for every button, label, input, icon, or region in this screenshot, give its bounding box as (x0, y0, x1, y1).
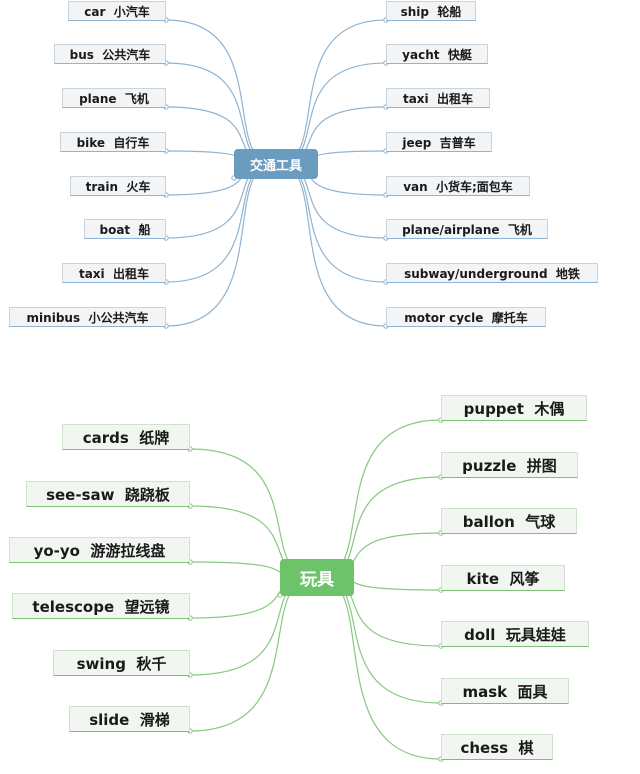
toys-left-node-yo-yo[interactable]: yo-yo 游游拉线盘 (9, 537, 190, 563)
transport-left-node-bus[interactable]: bus 公共汽车 (54, 44, 166, 64)
toys-right-node-ballon[interactable]: ballon 气球 (441, 508, 577, 534)
connector-line (277, 163, 387, 327)
connector-line (189, 576, 316, 732)
transport-right-node-motorcycle[interactable]: motor cycle 摩托车 (386, 307, 546, 327)
transport-left-node-car[interactable]: car 小汽车 (68, 1, 166, 21)
toys-right-node-chess[interactable]: chess 棋 (441, 734, 553, 760)
transport-left-node-boat[interactable]: boat 船 (84, 219, 166, 239)
transport-left-node-bike[interactable]: bike 自行车 (60, 132, 166, 152)
transport-left-node-plane[interactable]: plane 飞机 (62, 88, 166, 108)
transport-left-node-train[interactable]: train 火车 (70, 176, 166, 196)
transport-right-node-yacht[interactable]: yacht 快艇 (386, 44, 488, 64)
toys-center-node[interactable]: 玩具 (280, 559, 354, 596)
toys-left-node-swing[interactable]: swing 秋千 (53, 650, 190, 676)
toys-left-node-slide[interactable]: slide 滑梯 (69, 706, 190, 732)
toys-right-node-kite[interactable]: kite 风筝 (441, 565, 565, 591)
connector-line (318, 576, 442, 704)
toys-right-node-puppet[interactable]: puppet 木偶 (441, 395, 587, 421)
toys-right-node-mask[interactable]: mask 面具 (441, 678, 569, 704)
transport-left-node-minibus[interactable]: minibus 小公共汽车 (9, 307, 166, 327)
transport-right-node-van[interactable]: van 小货车;面包车 (386, 176, 530, 196)
transport-right-node-airplane[interactable]: plane/airplane 飞机 (386, 219, 548, 239)
toys-right-node-puzzle[interactable]: puzzle 拼图 (441, 452, 578, 478)
connector-line (165, 19, 275, 165)
transport-right-node-jeep[interactable]: jeep 吉普车 (386, 132, 492, 152)
toys-left-node-see-saw[interactable]: see-saw 跷跷板 (26, 481, 190, 507)
connector-line (277, 19, 387, 165)
connector-line (165, 163, 275, 283)
connector-line (318, 419, 442, 579)
transport-right-node-taxi[interactable]: taxi 出租车 (386, 88, 490, 108)
toys-right-node-doll[interactable]: doll 玩具娃娃 (441, 621, 589, 647)
connector-line (165, 163, 275, 327)
connector-line (318, 576, 442, 760)
transport-right-node-subway[interactable]: subway/underground 地铁 (386, 263, 598, 283)
transport-right-node-ship[interactable]: ship 轮船 (386, 1, 476, 21)
transport-left-node-taxi[interactable]: taxi 出租车 (62, 263, 166, 283)
connector-line (277, 163, 387, 283)
transport-center-node[interactable]: 交通工具 (234, 149, 318, 179)
toys-left-node-cards[interactable]: cards 纸牌 (62, 424, 190, 450)
toys-left-node-telescope[interactable]: telescope 望远镜 (12, 593, 190, 619)
